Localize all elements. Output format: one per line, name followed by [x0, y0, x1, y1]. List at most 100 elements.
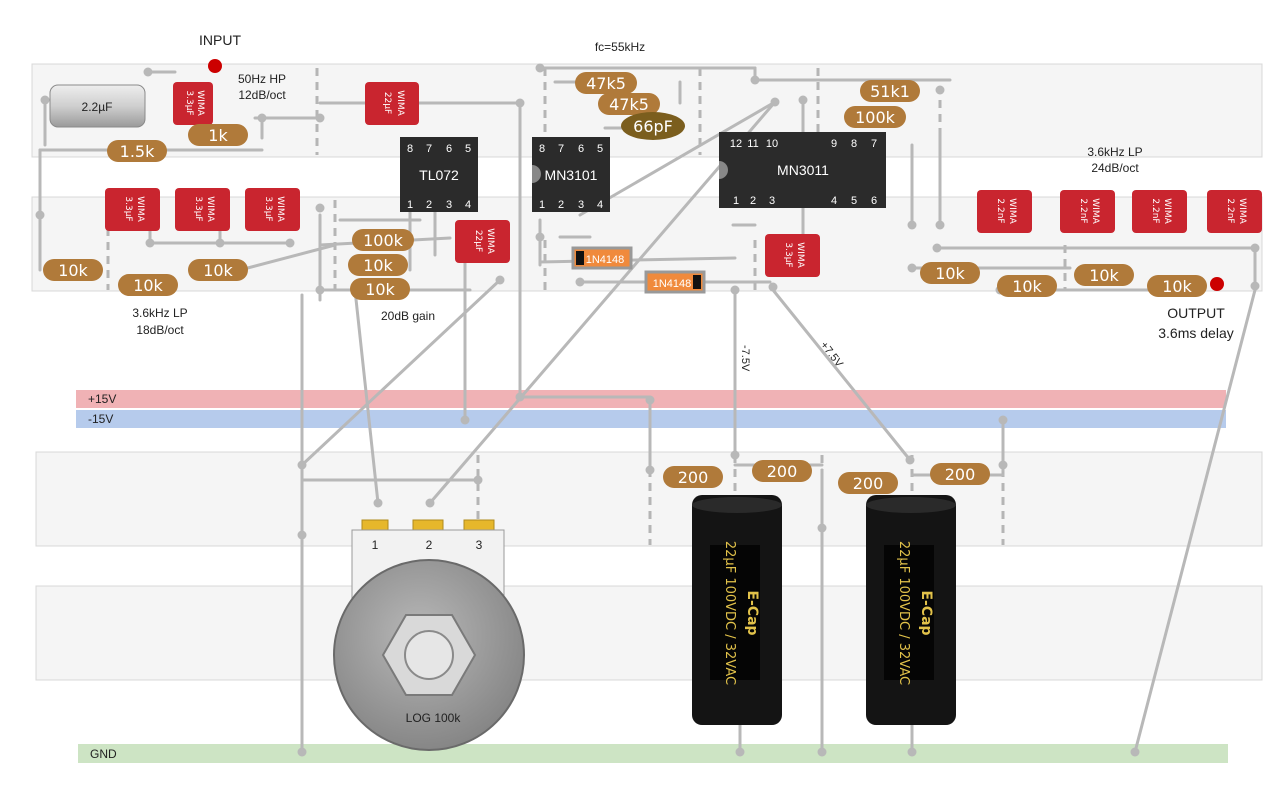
pot-shaft — [404, 630, 454, 680]
svg-text:100k: 100k — [363, 231, 404, 250]
svg-text:12: 12 — [730, 138, 742, 150]
wima-cap-2n2-d: WIMA 2.2nF — [1207, 190, 1262, 233]
resistor-100k-a: 100k — [352, 229, 414, 251]
solder-joints — [35, 63, 1260, 757]
svg-text:7: 7 — [871, 138, 877, 150]
stripboard-bottom — [35, 585, 1263, 681]
svg-text:1: 1 — [407, 199, 413, 211]
svg-text:200: 200 — [767, 462, 798, 481]
hp-filter-order: 12dB/oct — [238, 88, 286, 102]
svg-text:5: 5 — [851, 195, 857, 207]
svg-text:2.2nF: 2.2nF — [1150, 198, 1160, 223]
svg-text:47k5: 47k5 — [609, 95, 649, 114]
svg-text:WIMA: WIMA — [1090, 198, 1100, 224]
svg-text:2.2nF: 2.2nF — [1078, 198, 1088, 223]
svg-text:2.2nF: 2.2nF — [1225, 198, 1235, 223]
resistor-10k-e: 10k — [350, 278, 410, 300]
svg-text:3.3µF: 3.3µF — [123, 196, 133, 221]
svg-text:WIMA: WIMA — [205, 196, 215, 222]
svg-text:WIMA: WIMA — [485, 228, 495, 254]
gain-label: 20dB gain — [381, 309, 435, 323]
pot-value-label: LOG 100k — [406, 711, 462, 725]
svg-text:5: 5 — [465, 143, 471, 155]
svg-text:3: 3 — [446, 199, 452, 211]
resistor-100k-b: 100k — [844, 106, 906, 128]
resistor-51k1: 51k1 — [860, 80, 920, 102]
svg-text:9: 9 — [831, 138, 837, 150]
rail-neg-label: -15V — [88, 412, 113, 426]
svg-text:2: 2 — [558, 199, 564, 211]
neg-bias-label: -7.5V — [739, 345, 751, 372]
delay-label: 3.6ms delay — [1158, 325, 1233, 341]
svg-text:10k: 10k — [365, 280, 395, 299]
output-lp-label: 3.6kHz LP — [1087, 145, 1142, 159]
wima-cap-22u-a: WIMA 22µF — [365, 82, 419, 125]
svg-text:10k: 10k — [203, 261, 233, 280]
svg-text:1N4148: 1N4148 — [653, 278, 692, 290]
svg-text:MN3101: MN3101 — [545, 167, 598, 183]
output-point[interactable] — [1210, 277, 1224, 291]
svg-text:8: 8 — [407, 143, 413, 155]
svg-text:1k: 1k — [208, 126, 228, 145]
ic-tl072: TL072 8 7 6 5 1 2 3 4 — [400, 137, 478, 212]
svg-text:5: 5 — [597, 143, 603, 155]
output-lp-order: 24dB/oct — [1091, 161, 1139, 175]
svg-text:3.3µF: 3.3µF — [184, 90, 194, 115]
potentiometer[interactable]: 1 2 3 LOG 100k — [333, 519, 525, 751]
svg-text:1: 1 — [733, 195, 739, 207]
svg-text:4: 4 — [465, 199, 471, 211]
svg-text:200: 200 — [678, 468, 709, 487]
svg-text:200: 200 — [853, 474, 884, 493]
svg-text:WIMA: WIMA — [795, 242, 805, 268]
input-lp-order: 18dB/oct — [136, 323, 184, 337]
input-lp-label: 3.6kHz LP — [132, 306, 187, 320]
resistor-200-b: 200 — [752, 460, 812, 482]
resistor-47k5-a: 47k5 — [575, 72, 637, 94]
svg-text:3.3µF: 3.3µF — [263, 196, 273, 221]
svg-text:TL072: TL072 — [419, 167, 459, 183]
svg-text:3: 3 — [578, 199, 584, 211]
wima-cap-3u3-e: WIMA 3.3µF — [765, 234, 820, 277]
svg-text:22µF: 22µF — [382, 92, 392, 114]
pot-pin-3: 3 — [476, 538, 483, 552]
wima-cap-3u3-d: WIMA 3.3µF — [245, 188, 300, 231]
resistor-10k-f: 10k — [920, 262, 980, 284]
svg-text:6: 6 — [871, 195, 877, 207]
wima-cap-3u3-a: WIMA 3.3µF — [173, 82, 213, 125]
svg-text:1.5k: 1.5k — [120, 142, 155, 161]
rail-pos-label: +15V — [88, 392, 116, 406]
resistor-10k-g: 10k — [997, 275, 1057, 297]
svg-text:2: 2 — [750, 195, 756, 207]
pot-pin-2: 2 — [426, 538, 433, 552]
svg-text:47k5: 47k5 — [586, 74, 626, 93]
svg-text:10k: 10k — [363, 256, 393, 275]
svg-text:WIMA: WIMA — [1007, 198, 1017, 224]
wima-cap-3u3-c: WIMA 3.3µF — [175, 188, 230, 231]
svg-text:22µF 100VDC / 32VAC: 22µF 100VDC / 32VAC — [722, 541, 737, 685]
svg-text:10k: 10k — [133, 276, 163, 295]
rail-gnd-label: GND — [90, 747, 117, 761]
capacitor-66pf: 66pF — [621, 112, 685, 140]
electrolytic-cap-b: 22µF 100VDC / 32VAC E-Cap — [866, 495, 956, 725]
svg-text:10k: 10k — [1089, 266, 1119, 285]
output-label: OUTPUT — [1167, 305, 1225, 321]
svg-text:3.3µF: 3.3µF — [783, 242, 793, 267]
svg-text:66pF: 66pF — [633, 117, 673, 136]
pot-pin-1: 1 — [372, 538, 379, 552]
pos-bias-label: +7.5V — [818, 339, 846, 370]
wima-cap-22u-b: WIMA 22µF — [455, 220, 510, 263]
input-point[interactable] — [208, 59, 222, 73]
resistor-47k5-b: 47k5 — [598, 93, 660, 115]
rail-gnd — [78, 744, 1228, 763]
svg-text:4: 4 — [597, 199, 603, 211]
resistor-10k-d: 10k — [348, 254, 408, 276]
svg-text:10k: 10k — [58, 261, 88, 280]
hp-filter-label: 50Hz HP — [238, 72, 286, 86]
resistor-10k-h: 10k — [1074, 264, 1134, 286]
resistor-10k-b: 10k — [118, 274, 178, 296]
svg-text:6: 6 — [578, 143, 584, 155]
film-capacitor: 2.2µF — [49, 84, 146, 128]
diode-1n4148-b: 1N4148 — [644, 270, 706, 294]
wima-cap-2n2-c: WIMA 2.2nF — [1132, 190, 1187, 233]
